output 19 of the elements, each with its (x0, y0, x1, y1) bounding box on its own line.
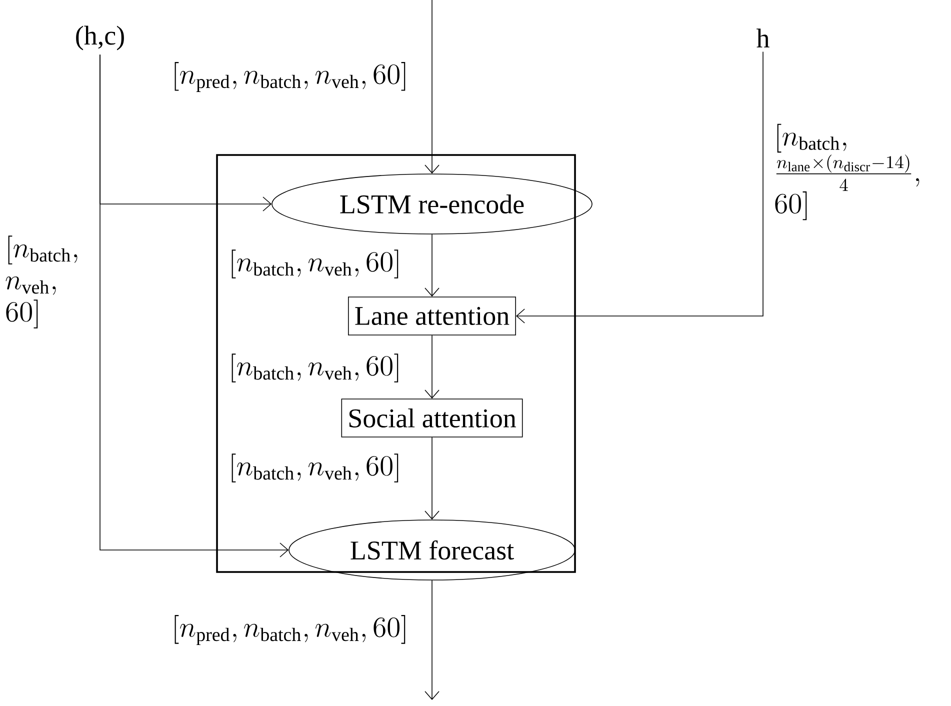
edge-label: $[n_\mathrm{pred}, n_\mathrm{batch}, n_\mathrm{veh}, 60]$ (174, 615, 406, 645)
attention-box: Social attention (341, 398, 523, 438)
edge-label: $[n_\mathrm{batch},\allowbreak n_\mathrm{veh},\allowbreak 60]$ (6, 236, 78, 328)
edge-label: $[n_\mathrm{batch}, n_\mathrm{veh}, 60]$ (232, 454, 398, 482)
arrow (424, 335, 440, 399)
frame-box (216, 154, 576, 573)
edge-label: $[n_\mathrm{pred}, n_\mathrm{batch}, n_\mathrm{veh}, 60]$ (174, 62, 406, 92)
arrow (424, 0, 440, 174)
input-label: h (756, 28, 770, 48)
arrow (100, 54, 289, 558)
arrow (424, 437, 440, 520)
edge-label: $[n_\mathrm{batch},\allowbreak \frac{n_\mathrm{lane} \times (n_\mathrm{discr} - 14)}{4},\allowbreak 60]$ (775, 124, 920, 220)
edge-label: $[n_\mathrm{batch}, n_\mathrm{veh}, 60]$ (232, 250, 398, 278)
arrow (424, 580, 440, 700)
arrow (424, 234, 440, 297)
arrow (516, 51, 764, 324)
input-label: (h,c) (76, 26, 124, 50)
edge-label: $[n_\mathrm{batch}, n_\mathrm{veh}, 60]$ (232, 354, 398, 382)
attention-box: Lane attention (348, 296, 516, 336)
